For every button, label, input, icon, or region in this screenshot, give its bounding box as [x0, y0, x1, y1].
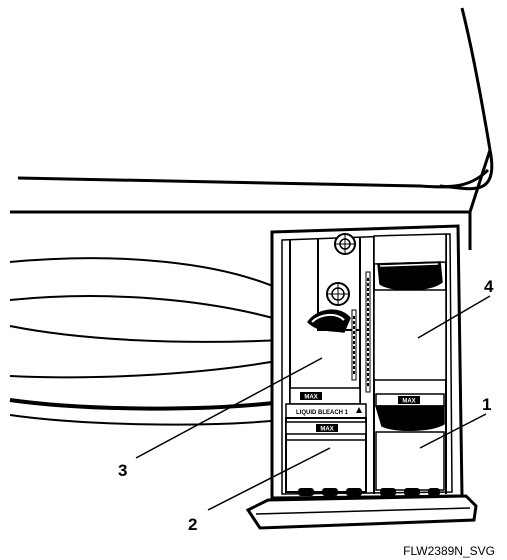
callout-3: 3 — [118, 461, 127, 480]
callout-2-leader — [207, 447, 331, 511]
door-ring-mid — [9, 295, 281, 321]
compartment-1-cup — [374, 405, 445, 432]
siphon-cap-bottom — [326, 282, 350, 306]
max-label-left: MAX — [304, 395, 317, 401]
figure-id: FLW2389N_SVG — [403, 544, 495, 558]
drawer-front-lip-inner — [255, 507, 471, 515]
drawer-bottom-slots — [298, 488, 440, 496]
siphon-cap-top — [334, 233, 356, 255]
prewash-compartment — [373, 233, 447, 265]
compartment-4-body — [373, 289, 447, 381]
washer-cabinet-line — [10, 149, 492, 214]
callout-3-leader — [135, 357, 323, 459]
prewash-cup-highlight — [379, 263, 439, 267]
bleach-funnel-rim — [311, 314, 345, 323]
warning-triangle-icon — [356, 407, 362, 413]
door-ring-base-2 — [9, 414, 283, 426]
washer-lid-edge — [17, 168, 490, 189]
washer-top-outline — [439, 7, 494, 191]
door-ring-outer — [9, 257, 283, 291]
max-label-bottom: MAX — [320, 427, 333, 433]
callout-2: 2 — [188, 515, 197, 534]
compartment-1-body — [375, 431, 445, 491]
drawer-front-lip — [245, 494, 478, 530]
prewash-fill-markings — [365, 271, 371, 393]
callout-1-leader — [419, 413, 487, 449]
softener-fill-markings — [351, 309, 357, 381]
callout-4-leader — [417, 295, 491, 339]
callout-4: 4 — [484, 277, 494, 296]
max-label-right: MAX — [402, 399, 415, 405]
door-ring-base — [9, 398, 283, 411]
callout-1: 1 — [482, 395, 491, 414]
softener-divider — [317, 238, 360, 331]
main-detergent-compartment — [285, 417, 367, 493]
door-ring-low — [9, 359, 283, 379]
door-ring-inner — [9, 325, 283, 343]
liquid-bleach-label: LIQUID BLEACH 1 — [296, 410, 349, 416]
